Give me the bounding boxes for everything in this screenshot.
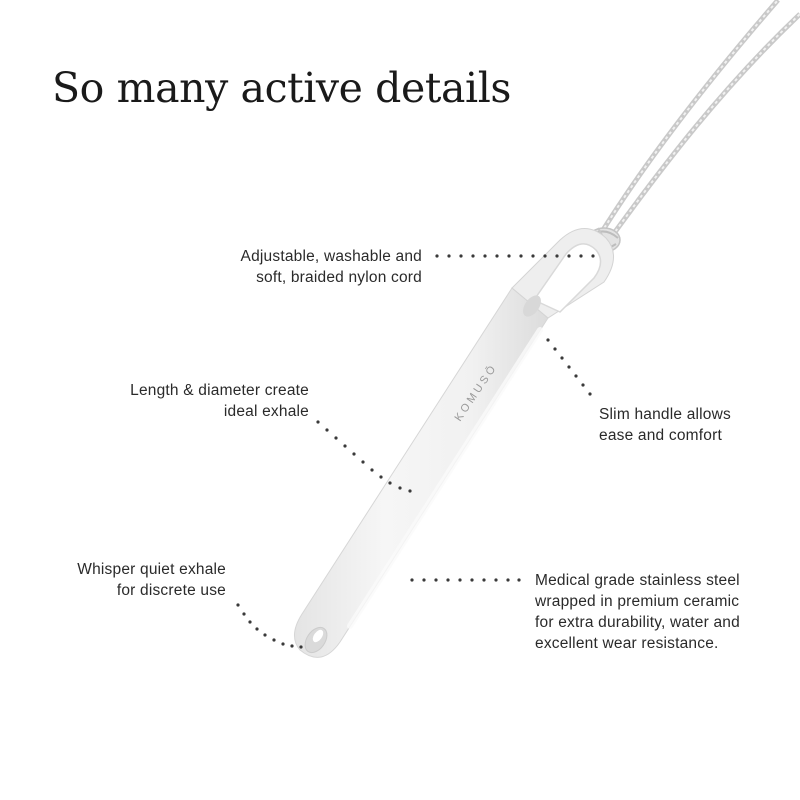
- callout-length: Length & diameter create ideal exhale: [130, 380, 309, 422]
- callout-material-line-4: excellent wear resistance.: [535, 635, 719, 652]
- leader-length: [316, 420, 412, 493]
- leader-material: [410, 578, 521, 582]
- callout-cord-line-1: Adjustable, washable and: [240, 248, 422, 265]
- callout-length-line-1: Length & diameter create: [130, 382, 309, 399]
- callout-handle: Slim handle allows ease and comfort: [599, 404, 731, 446]
- callout-handle-line-1: Slim handle allows: [599, 406, 731, 423]
- callout-material-line-2: wrapped in premium ceramic: [535, 593, 740, 610]
- callout-quiet-line-2: for discrete use: [116, 582, 226, 599]
- page-title: So many active details: [52, 64, 512, 112]
- callout-cord: Adjustable, washable and soft, braided n…: [241, 246, 422, 288]
- leader-cord: [435, 254, 595, 258]
- callout-handle-line-2: ease and comfort: [599, 427, 722, 444]
- braided-cord: [587, 0, 800, 253]
- callout-quiet-line-1: Whisper quiet exhale: [77, 561, 226, 578]
- leader-handle: [546, 338, 592, 396]
- callout-material-line-1: Medical grade stainless steel: [535, 572, 740, 589]
- callout-cord-line-2: soft, braided nylon cord: [256, 269, 422, 286]
- callout-length-line-2: ideal exhale: [223, 403, 309, 420]
- callout-material-line-3: for extra durability, water and: [535, 614, 740, 631]
- callout-quiet: Whisper quiet exhale for discrete use: [77, 559, 226, 601]
- callout-material: Medical grade stainless steel wrapped in…: [535, 570, 740, 654]
- leader-quiet: [236, 603, 303, 649]
- whistle-tube: [294, 228, 614, 658]
